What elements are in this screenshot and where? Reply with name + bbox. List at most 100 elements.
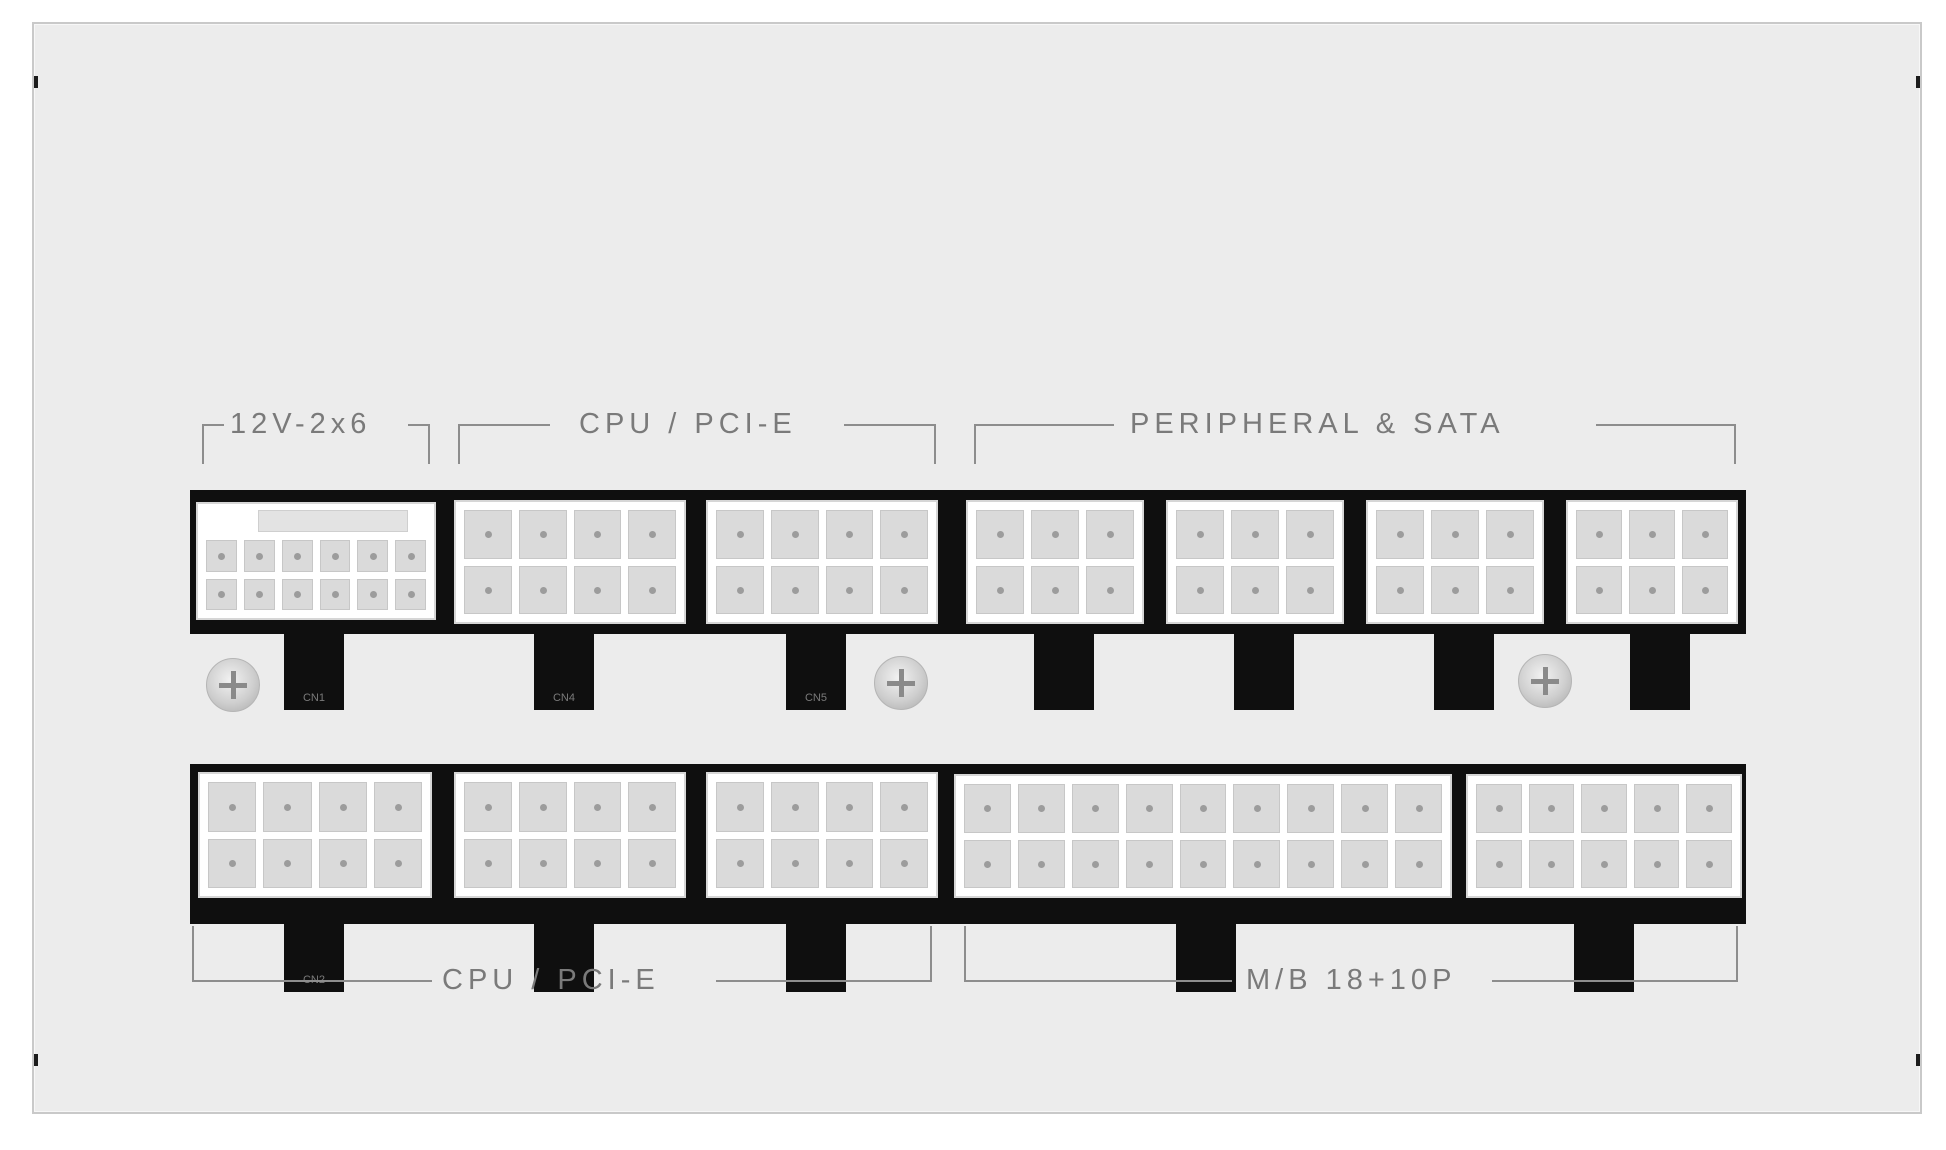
pin bbox=[1017, 839, 1065, 888]
pin bbox=[281, 578, 313, 610]
pin bbox=[1071, 839, 1119, 888]
pin bbox=[1576, 510, 1622, 559]
pin bbox=[206, 578, 237, 610]
pin bbox=[395, 578, 426, 610]
pin bbox=[1576, 565, 1622, 614]
pin bbox=[628, 565, 676, 614]
pin bbox=[964, 839, 1011, 888]
pin bbox=[1231, 510, 1279, 559]
pin bbox=[243, 540, 275, 572]
pin bbox=[263, 838, 312, 888]
pin bbox=[1629, 565, 1675, 614]
pin bbox=[1486, 565, 1534, 614]
connector-bottom-cpu-pcie-3[interactable] bbox=[706, 772, 938, 898]
tab-peripheral-4 bbox=[1630, 628, 1690, 710]
pin bbox=[825, 565, 874, 614]
mounting-screw-center bbox=[874, 656, 928, 710]
pin bbox=[1125, 839, 1173, 888]
pin bbox=[1395, 784, 1442, 833]
connector-peripheral-2[interactable] bbox=[1166, 500, 1344, 624]
pin bbox=[770, 510, 819, 559]
pin bbox=[208, 838, 257, 888]
pin bbox=[825, 782, 874, 832]
panel-corner-mark bbox=[1916, 76, 1920, 88]
connector-bottom-cpu-pcie-2[interactable] bbox=[454, 772, 686, 898]
pin bbox=[976, 565, 1024, 614]
connector-peripheral-4[interactable] bbox=[1566, 500, 1738, 624]
cn4-label: CN4 bbox=[552, 692, 575, 704]
tab-cn1: CN1 bbox=[284, 628, 344, 710]
connector-mb-18p[interactable] bbox=[954, 774, 1452, 898]
pin bbox=[770, 565, 819, 614]
pin bbox=[770, 782, 819, 832]
pin bbox=[1581, 839, 1627, 888]
pin bbox=[1287, 784, 1335, 833]
pin bbox=[1686, 839, 1732, 888]
connector-bottom-cpu-pcie-cn2[interactable] bbox=[198, 772, 432, 898]
pin bbox=[1476, 784, 1522, 833]
pin bbox=[373, 838, 422, 888]
tab-cn5: CN5 bbox=[786, 628, 846, 710]
pin bbox=[573, 510, 622, 559]
pin bbox=[395, 540, 426, 572]
pin bbox=[1528, 839, 1575, 888]
tab-cn2: CN2 bbox=[284, 904, 344, 992]
pin bbox=[319, 540, 351, 572]
pin bbox=[573, 782, 622, 832]
connector-cpu-pcie-cn5[interactable] bbox=[706, 500, 938, 624]
connector-peripheral-3[interactable] bbox=[1366, 500, 1544, 624]
pin bbox=[1286, 510, 1334, 559]
tab-mb-10p bbox=[1574, 904, 1634, 992]
pin bbox=[1682, 510, 1728, 559]
pin bbox=[1633, 784, 1680, 833]
connector-cpu-pcie-cn4[interactable] bbox=[454, 500, 686, 624]
pin bbox=[1125, 784, 1173, 833]
pin bbox=[518, 782, 567, 832]
pin bbox=[1376, 510, 1424, 559]
pin bbox=[880, 510, 928, 559]
tab-peripheral-3 bbox=[1434, 628, 1494, 710]
pin bbox=[243, 578, 275, 610]
pin bbox=[1633, 839, 1680, 888]
pin bbox=[263, 782, 312, 832]
pin bbox=[1431, 565, 1479, 614]
pin bbox=[206, 540, 237, 572]
pin bbox=[1017, 784, 1065, 833]
tab-peripheral-1 bbox=[1034, 628, 1094, 710]
tab-cn4: CN4 bbox=[534, 628, 594, 710]
pin bbox=[770, 838, 819, 888]
sense-pins bbox=[258, 510, 408, 532]
tab-bottom-cpu-2 bbox=[534, 904, 594, 992]
pin bbox=[716, 510, 764, 559]
pin bbox=[319, 578, 351, 610]
pin bbox=[1086, 510, 1134, 559]
tab-mb-18p bbox=[1176, 904, 1236, 992]
label-mb-18-10p: M/B 18+10P bbox=[1246, 964, 1457, 996]
label-bottom-cpu-pci-e: CPU / PCI-E bbox=[442, 964, 660, 996]
pin bbox=[880, 782, 928, 832]
pin bbox=[357, 540, 389, 572]
pin bbox=[880, 565, 928, 614]
connector-mb-10p[interactable] bbox=[1466, 774, 1742, 898]
pin bbox=[208, 782, 257, 832]
pin bbox=[518, 838, 567, 888]
pin bbox=[1341, 839, 1389, 888]
pin bbox=[281, 540, 313, 572]
mounting-screw-left bbox=[206, 658, 260, 712]
pin bbox=[1179, 839, 1227, 888]
pin bbox=[1031, 510, 1079, 559]
pin bbox=[1486, 510, 1534, 559]
pin bbox=[464, 510, 512, 559]
pin bbox=[464, 838, 512, 888]
pin bbox=[1233, 839, 1281, 888]
psu-modular-panel: 12V-2x6 CPU / PCI-E PERIPHERAL & SATA CN… bbox=[32, 22, 1922, 1114]
pin bbox=[825, 838, 874, 888]
pin bbox=[716, 565, 764, 614]
connector-12v-2x6[interactable] bbox=[196, 502, 436, 620]
pin bbox=[1231, 565, 1279, 614]
pin bbox=[1629, 510, 1675, 559]
pin bbox=[825, 510, 874, 559]
connector-peripheral-1[interactable] bbox=[966, 500, 1144, 624]
pin bbox=[357, 578, 389, 610]
panel-corner-mark bbox=[1916, 1054, 1920, 1066]
